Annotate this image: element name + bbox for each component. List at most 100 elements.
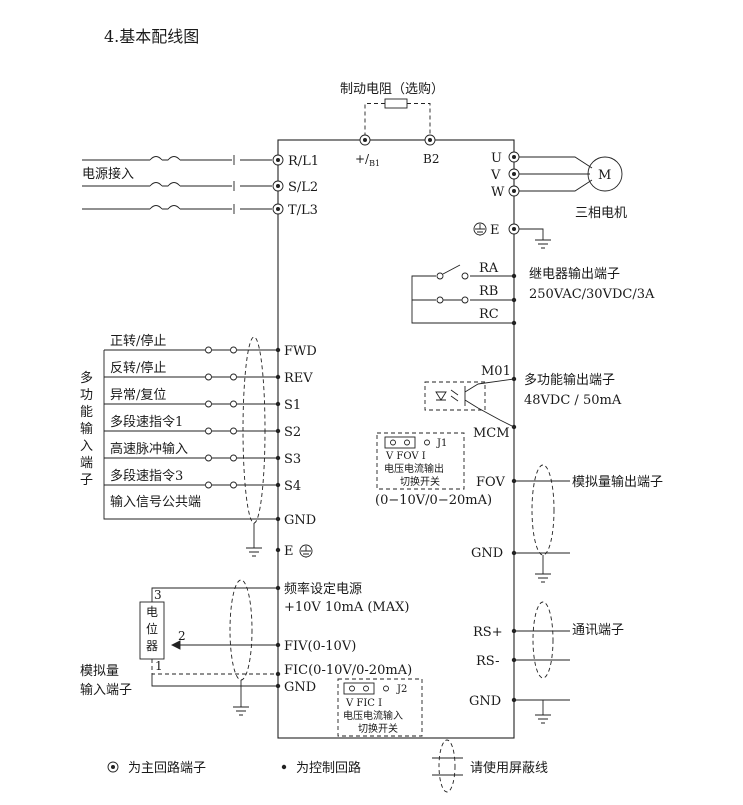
svg-text:S1: S1 [284,398,301,413]
analog-input-label-2: 输入端子 [80,682,132,698]
mcm-label: MCM [473,426,510,441]
j2-caption-1: 电压电流输入 [343,709,403,722]
relay-output-rating: 250VAC/30VDC/3A [529,287,655,302]
pot-char-1: 电 [146,605,158,619]
earth-terminal-label: E [490,223,500,238]
input-row-s2: 多段速指令1 S2 [104,414,301,440]
j1-range: (0−10V/0−20mA) [375,493,492,508]
mf-output-rating: 48VDC / 50mA [524,393,622,408]
svg-text:多段速指令1: 多段速指令1 [110,414,183,430]
svg-text:能: 能 [80,405,93,420]
svg-text:FWD: FWD [284,344,317,359]
main-terminal-b2 [424,134,436,146]
relay-output-label: 继电器输出端子 [529,266,620,282]
j1-name: J1 [436,438,447,449]
pot-pin-1: 1 [155,659,163,673]
brake-resistor-symbol [384,98,408,109]
terminal-b1-label: +/B1 [355,152,380,168]
mf-output-label: 多功能输出端子 [524,372,615,388]
fic-label: FIC(0-10V/0-20mA) [284,663,412,678]
pot-char-3: 器 [146,639,158,653]
terminal-u-label: U [491,151,502,166]
motor-label: 三相电机 [575,206,627,221]
main-terminal-v [508,168,520,180]
svg-text:异常/复位: 异常/复位 [110,388,166,403]
main-terminal-u [508,151,520,163]
input-row-s4: 多段速指令3 S4 [104,468,301,494]
motor-symbol-text: M [598,168,611,183]
main-terminal-rl1 [272,154,284,166]
pot-pin-2: 2 [178,629,186,643]
j1-positions: V FOV I [385,451,426,462]
fiv-dot [275,642,281,648]
relay-ra-label: RA [479,261,499,276]
shield-inputs [242,336,266,524]
terminal-v-label: V [490,168,501,183]
svg-text:S3: S3 [284,452,301,467]
input-row-s1: 异常/复位 S1 [104,388,301,413]
main-terminal-w [508,185,520,197]
relay-rc-dot [511,320,517,326]
ctrl-earth-icon [299,544,313,558]
input-gnd-label: GND [284,513,316,528]
main-terminal-tl3 [272,203,284,215]
shield-analog-out [531,464,555,556]
input-row-fwd: 正转/停止 FWD [104,333,317,359]
earth-icon [473,222,487,236]
legend-ctrl-dot [281,764,287,770]
comm-gnd-label: GND [469,694,501,709]
supply-label: 频率设定电源 [284,581,362,597]
ctrl-earth-label: E [284,544,294,559]
relay-rc-label: RC [479,307,499,322]
svg-text:S2: S2 [284,425,301,440]
analog-out-gnd-label: GND [471,546,503,561]
pot-pin-3: 3 [154,588,162,602]
analog-output-label: 模拟量输出端子 [572,474,663,490]
main-terminal-sl2 [272,180,284,192]
power-input-label: 电源接入 [82,166,134,182]
rs-plus-label: RS+ [473,625,503,640]
main-terminal-b1 [359,134,371,146]
shield-comm [532,601,554,679]
power-lines [82,155,272,214]
optocoupler-icon [424,378,515,428]
svg-text:高速脉冲输入: 高速脉冲输入 [110,441,188,457]
svg-text:反转/停止: 反转/停止 [110,360,166,376]
terminal-rl1-label: R/L1 [288,154,319,169]
terminal-b2-label: B2 [423,152,439,166]
relay-rb-dot [511,297,517,303]
section-title: 4.基本配线图 [104,27,199,46]
fic-dot [275,671,281,677]
svg-text:输: 输 [80,421,93,437]
svg-text:入: 入 [80,439,93,454]
analog-input-label-1: 模拟量 [80,664,119,679]
svg-text:REV: REV [284,371,313,386]
analog-in-gnd-label: GND [284,680,316,695]
relay-ra-dot [511,273,517,279]
svg-text:正转/停止: 正转/停止 [110,333,166,349]
relay-rb-label: RB [479,284,498,299]
terminal-tl3-label: T/L3 [288,203,318,218]
analog-in-gnd-dot [275,683,281,689]
supply-rating: +10V 10mA (MAX) [284,600,409,615]
legend-main-label: 为主回路端子 [128,760,206,776]
main-terminal-e [508,223,520,235]
legend-main-terminal-icon [107,761,119,773]
comm-label: 通讯端子 [572,623,624,638]
fiv-label: FIV(0-10V) [284,639,356,654]
fov-label: FOV [476,475,505,490]
svg-text:子: 子 [80,473,93,488]
j1-switch-box [376,432,465,490]
ctrl-earth-dot [275,547,281,553]
j1-caption-2: 切换开关 [400,475,440,488]
brake-resistor-label: 制动电阻（选购） [340,81,444,97]
shield-analog-in [229,579,253,681]
terminal-sl2-label: S/L2 [288,180,318,195]
terminal-w-label: W [491,185,505,200]
j2-caption-2: 切换开关 [358,722,398,735]
input-common-label: 输入信号公共端 [110,494,201,510]
svg-text:功: 功 [80,388,93,403]
j2-positions: V FIC I [345,698,382,709]
motor-symbol [587,156,623,192]
